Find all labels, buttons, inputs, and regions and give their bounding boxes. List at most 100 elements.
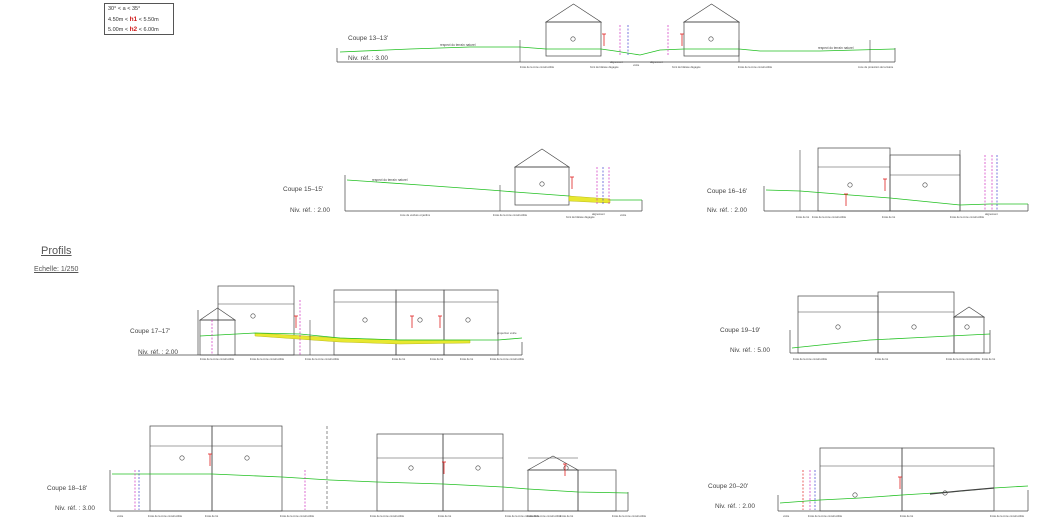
level-marker (708, 36, 714, 42)
building-outline (149, 425, 213, 512)
limit-18-1: limite de la zone constructible (148, 514, 183, 518)
limit-18-2: limite de lot (205, 514, 218, 518)
legend-h1-max: 5.50m (143, 16, 159, 23)
roof-gable (952, 306, 986, 318)
level-marker (408, 465, 414, 471)
building-outline (953, 316, 985, 354)
roof-gable (513, 148, 571, 168)
limit-16-4: alignement (985, 212, 998, 216)
level-marker (362, 317, 368, 323)
limit-17-4: limite de lot (430, 357, 443, 361)
legend-op: < (124, 27, 129, 33)
building-outline (817, 147, 891, 212)
terrain-line (112, 473, 629, 494)
building-outline (217, 285, 295, 356)
limit-17-0: limite de la zone constructible (200, 357, 235, 361)
limit-15-3: alignement (592, 212, 605, 216)
limit-16-3: limite de la zone constructible (950, 215, 985, 219)
legend-min-angle: 30° (108, 6, 117, 12)
legend-op: < (117, 6, 122, 12)
limit-13-0: limite de la zone constructible (520, 65, 555, 69)
limit-13-5: front de bâtisse dégagée (672, 65, 701, 69)
level-marker (179, 455, 185, 461)
section-label-13: Coupe 13–13' (348, 35, 388, 42)
limit-20-0: voirie (783, 514, 790, 518)
page-title: Profils (41, 245, 72, 257)
section-label-18: Coupe 18–18' (47, 485, 87, 492)
section-linework (109, 3, 1029, 512)
section-label-15: Coupe 15–15' (283, 186, 323, 193)
level-marker (847, 182, 853, 188)
limit-15-4: voirie (620, 213, 627, 217)
building-outline (514, 166, 570, 206)
building-outline (683, 21, 740, 57)
limit-18-3: limite de la zone constructible (280, 514, 315, 518)
limit-17-3: limite de lot (392, 357, 405, 361)
terrain-line (346, 179, 642, 201)
section-ref-18: Niv. réf. : 3.00 (55, 505, 95, 512)
limit-13-6: limite de la zone constructible (738, 65, 773, 69)
level-marker (475, 465, 481, 471)
building-outline (376, 433, 444, 512)
section-ref-16: Niv. réf. : 2.00 (707, 207, 747, 214)
fill-area (568, 195, 611, 204)
limit-18-5: limite de lot (438, 514, 451, 518)
limit-20-1: limite de la zone constructible (808, 514, 843, 518)
section-label-20: Coupe 20–20' (708, 483, 748, 490)
limit-19-3: limite de lot (982, 357, 995, 361)
legend-row-h2: 5.00m < h2 < 6.00m (108, 25, 170, 36)
legend-h2-symbol: h2 (129, 26, 138, 33)
limit-19-2: limite de la zone constructible (946, 357, 981, 361)
section-labels: Coupe 13–13' Niv. réf. : 3.00 respect du… (47, 35, 1025, 518)
limit-17-2: limite de la zone constructible (305, 357, 340, 361)
limit-15-2: front de bâtisse dégagée (566, 215, 595, 219)
legend-max-angle: 35° (131, 6, 141, 12)
level-marker (570, 36, 576, 42)
limit-16-2: limite de lot (882, 215, 895, 219)
limit-18-6: limite de la zone constructible (505, 514, 540, 518)
building-outline (545, 21, 602, 57)
limit-18-0: voirie (117, 514, 124, 518)
legend-row-h1: 4.50m < h1 < 5.50m (108, 15, 170, 26)
section-ref-20: Niv. réf. : 2.00 (715, 503, 755, 510)
level-marker (911, 324, 917, 330)
building-outline (901, 447, 995, 512)
level-marker (250, 313, 256, 319)
limit-17-5: limite de lot (460, 357, 473, 361)
note-15-a: respect du terrain naturel (372, 178, 408, 182)
limit-15-1: limite de la zone constructible (493, 213, 528, 217)
level-marker (539, 181, 545, 187)
limit-13-2: alignement (610, 60, 623, 64)
legend-op: < (127, 6, 131, 12)
limit-15-0: zone de verdure et jardins (400, 213, 431, 217)
level-marker (465, 317, 471, 323)
limit-18-8: limite de lot (560, 514, 573, 518)
note-17-a: projection voirie (497, 331, 517, 335)
level-marker (852, 492, 858, 498)
legend-h2-min: 5.00m (108, 27, 124, 33)
terrain-line (339, 46, 896, 56)
building-outline (443, 289, 499, 356)
building-outline (819, 447, 903, 512)
building-outline (211, 425, 283, 512)
legend-h1-symbol: h1 (129, 15, 138, 23)
section-label-16: Coupe 16–16' (707, 188, 747, 195)
legend-h1-min: 4.50m (108, 16, 124, 23)
limit-17-6: limite de la zone constructible (490, 357, 525, 361)
limit-18-4: limite de la zone constructible (370, 514, 405, 518)
legend-angle-symbol: a (122, 6, 126, 12)
note-13-a: respect du terrain naturel (440, 43, 476, 47)
level-marker (417, 317, 423, 323)
limit-19-1: limite de lot (875, 357, 888, 361)
level-marker (244, 455, 250, 461)
slope-height-legend: 30° < a < 35° 4.50m < h1 < 5.50m 5.00m <… (104, 3, 174, 35)
roof-gable (682, 3, 741, 23)
level-marker (922, 182, 928, 188)
building-outline (877, 291, 955, 354)
limit-16-1: limite de la zone constructible (812, 215, 847, 219)
section-label-19: Coupe 19–19' (720, 327, 760, 334)
section-ref-19: Niv. réf. : 5.00 (730, 347, 770, 354)
section-label-17: Coupe 17–17' (130, 328, 170, 335)
legend-row-angle: 30° < a < 35° (108, 5, 170, 15)
